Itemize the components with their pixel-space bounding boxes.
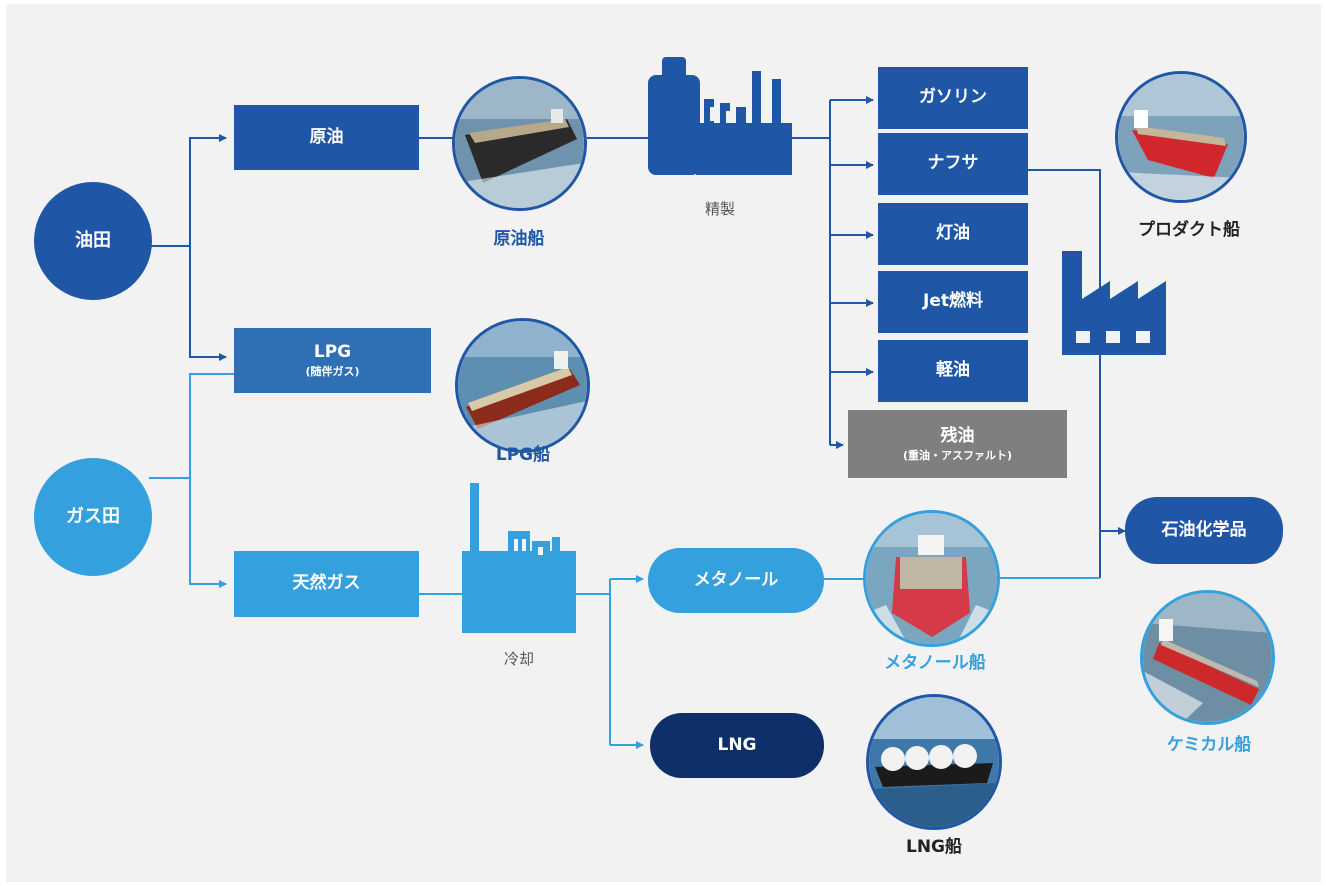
oil-field-label: 油田	[75, 229, 111, 251]
petrochemicals-label: 石油化学品	[1161, 519, 1247, 540]
cooling-label: 冷却	[503, 650, 535, 668]
methanol-carrier-photo	[863, 510, 1000, 647]
methanol-node: メタノール	[648, 548, 824, 613]
crude-oil-label: 原油	[309, 126, 344, 147]
lng-carrier-label: LNG船	[905, 837, 963, 857]
naphtha-label: ナフサ	[927, 153, 979, 174]
residual-oil-box: 残油 (重油・アスファルト)	[848, 410, 1067, 478]
line-gas-to-lpg	[189, 373, 234, 478]
natural-gas-box: 天然ガス	[234, 551, 419, 617]
lpg-label: LPG	[313, 342, 352, 362]
lpg-sublabel: (随伴ガス)	[305, 365, 360, 379]
methanol-carrier-label: メタノール船	[884, 653, 986, 673]
line-to-lpg	[189, 246, 227, 361]
gas-field-label: ガス田	[66, 505, 120, 527]
product-tanker-icon	[1118, 74, 1244, 200]
petrochemicals-node: 石油化学品	[1125, 497, 1283, 564]
light-oil-label: 軽油	[936, 360, 970, 381]
lng-node: LNG	[650, 713, 824, 778]
product-tanker-photo	[1115, 71, 1247, 203]
residual-oil-sublabel: (重油・アスファルト)	[902, 448, 1013, 462]
line-to-crude	[189, 134, 227, 246]
line-naphtha-trunk	[1028, 169, 1101, 578]
refinery-icon	[648, 57, 792, 175]
gasoline-box: ガソリン	[878, 67, 1028, 129]
crude-oil-box: 原油	[234, 105, 419, 170]
chemical-tanker-icon	[1143, 593, 1272, 722]
lng-label: LNG	[717, 734, 757, 755]
line-to-natural-gas	[189, 478, 227, 588]
jet-fuel-label: Jet燃料	[923, 291, 983, 312]
kerosene-label: 灯油	[936, 223, 970, 244]
methanol-carrier-icon	[866, 513, 997, 644]
jet-fuel-box: Jet燃料	[878, 271, 1028, 333]
lpg-carrier-icon	[458, 321, 587, 450]
gas-field-node: ガス田	[34, 458, 152, 576]
lpg-box: LPG (随伴ガス)	[234, 328, 431, 393]
chemical-tanker-label: ケミカル船	[1166, 735, 1252, 755]
refining-label: 精製	[704, 200, 736, 218]
chemical-tanker-photo	[1140, 590, 1275, 725]
kerosene-box: 灯油	[878, 203, 1028, 265]
gasoline-label: ガソリン	[919, 87, 987, 108]
natural-gas-label: 天然ガス	[292, 573, 361, 594]
factory-icon	[1062, 251, 1166, 355]
crude-oil-tanker-icon	[455, 79, 584, 208]
crude-oil-tanker-photo	[452, 76, 587, 211]
light-oil-box: 軽油	[878, 340, 1028, 402]
naphtha-box: ナフサ	[878, 133, 1028, 195]
lng-carrier-icon	[869, 697, 999, 827]
methanol-label: メタノール	[693, 569, 779, 590]
lng-carrier-photo	[866, 694, 1002, 830]
oil-field-node: 油田	[34, 182, 152, 300]
residual-oil-label: 残油	[940, 425, 975, 446]
plant-icon	[462, 483, 576, 633]
lpg-carrier-photo	[455, 318, 590, 453]
lpg-carrier-label: LPG船	[495, 445, 551, 465]
product-tanker-label: プロダクト船	[1138, 220, 1240, 240]
crude-oil-tanker-label: 原油船	[493, 229, 545, 249]
